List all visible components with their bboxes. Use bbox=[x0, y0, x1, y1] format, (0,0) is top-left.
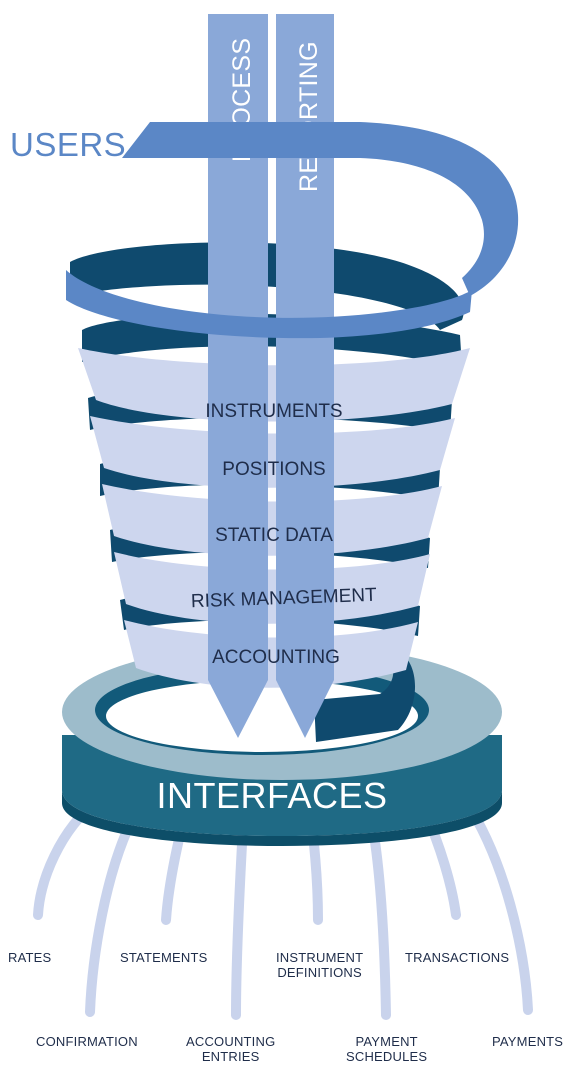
output-accounting-entries-line1: ACCOUNTING bbox=[186, 1034, 276, 1049]
output-transactions: TRANSACTIONS bbox=[405, 950, 509, 965]
columns: PROCESS REPORTING bbox=[208, 14, 334, 738]
users-label: USERS bbox=[10, 126, 126, 163]
output-accounting-entries-line2: ENTRIES bbox=[201, 1049, 260, 1064]
output-confirmation: CONFIRMATION bbox=[36, 1034, 138, 1049]
users-ribbon-front bbox=[66, 270, 472, 339]
line-confirmation bbox=[85, 807, 141, 1017]
line-accounting-entries bbox=[231, 821, 248, 1020]
output-statements-text: STATEMENTS bbox=[120, 950, 208, 965]
users-ribbon-entry bbox=[122, 122, 519, 296]
line-payment-schedules bbox=[367, 817, 391, 1020]
output-payment-schedules: PAYMENT SCHEDULES bbox=[346, 1034, 427, 1064]
reporting-label: REPORTING bbox=[295, 41, 323, 192]
layer-static-data-label: STATIC DATA bbox=[215, 525, 333, 546]
output-confirmation-text: CONFIRMATION bbox=[36, 1034, 138, 1049]
output-rates-text: RATES bbox=[8, 950, 52, 965]
output-payments: PAYMENTS bbox=[492, 1034, 563, 1049]
band-instruments bbox=[78, 348, 470, 422]
output-payments-text: PAYMENTS bbox=[492, 1034, 564, 1049]
output-accounting-entries: ACCOUNTING ENTRIES bbox=[186, 1034, 275, 1064]
spiral-front-bands bbox=[78, 348, 470, 688]
band-risk-management bbox=[114, 552, 430, 624]
output-instrument-definitions: INSTRUMENT DEFINITIONS bbox=[276, 950, 363, 980]
process-column bbox=[208, 14, 268, 738]
output-instrument-definitions-line1: INSTRUMENT bbox=[276, 950, 364, 965]
output-payment-schedules-line2: SCHEDULES bbox=[346, 1049, 428, 1064]
band-accounting bbox=[124, 620, 418, 688]
spiral-tail bbox=[314, 650, 416, 742]
output-payment-schedules-line1: PAYMENT bbox=[355, 1034, 418, 1049]
output-instrument-definitions-line2: DEFINITIONS bbox=[277, 965, 362, 980]
layer-accounting-label: ACCOUNTING bbox=[212, 647, 340, 668]
band-static-data bbox=[102, 484, 442, 556]
output-transactions-text: TRANSACTIONS bbox=[405, 950, 510, 965]
line-payments bbox=[460, 795, 533, 1015]
reporting-column bbox=[276, 14, 334, 738]
users-ribbon: USERS bbox=[10, 122, 519, 339]
output-statements: STATEMENTS bbox=[120, 950, 207, 965]
layer-instruments-label: INSTRUMENTS bbox=[205, 401, 342, 422]
ring-side-shadow bbox=[62, 790, 502, 846]
layer-positions-label: POSITIONS bbox=[222, 459, 325, 480]
interfaces-label: INTERFACES bbox=[156, 775, 387, 816]
output-rates: RATES bbox=[8, 950, 51, 965]
band-positions bbox=[90, 416, 455, 488]
